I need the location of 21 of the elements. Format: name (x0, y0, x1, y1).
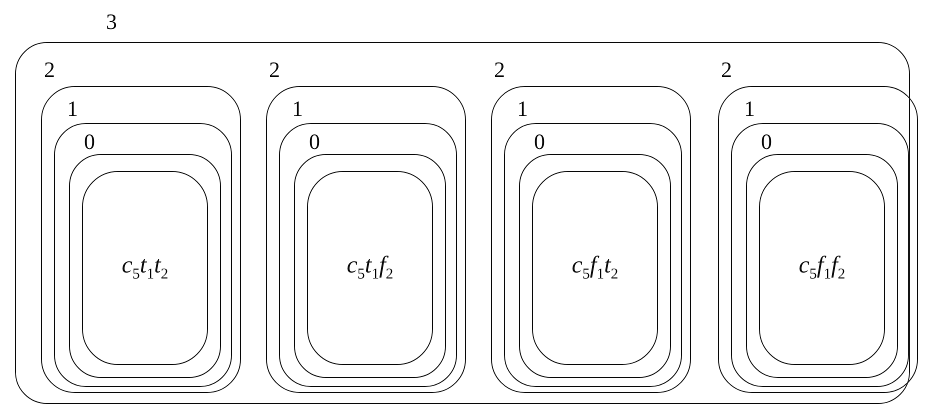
level-number: 2 (494, 59, 505, 81)
inner-rounded-box (307, 171, 433, 365)
term-label: c$_{5}$t$_{1}$t$_{2}$ (120, 252, 170, 284)
level-number: 2 (721, 59, 732, 81)
level-number: 1 (292, 98, 303, 120)
level-number: 0 (534, 131, 545, 153)
level-number: 1 (67, 98, 78, 120)
inner-rounded-box (82, 171, 208, 365)
level-number: 2 (269, 59, 280, 81)
level-number: 1 (517, 98, 528, 120)
inner-rounded-box (759, 171, 885, 365)
level-number: 1 (744, 98, 755, 120)
term-label: c$_{5}$f$_{1}$t$_{2}$ (570, 252, 620, 284)
term-label: c$_{5}$t$_{1}$f$_{2}$ (346, 252, 394, 284)
inner-rounded-box (532, 171, 658, 365)
level-number: 0 (84, 131, 95, 153)
level-number: 0 (309, 131, 320, 153)
level-number: 3 (106, 11, 117, 33)
level-number: 0 (761, 131, 772, 153)
term-label: c$_{5}$f$_{1}$f$_{2}$ (798, 252, 846, 284)
level-number: 2 (44, 59, 55, 81)
